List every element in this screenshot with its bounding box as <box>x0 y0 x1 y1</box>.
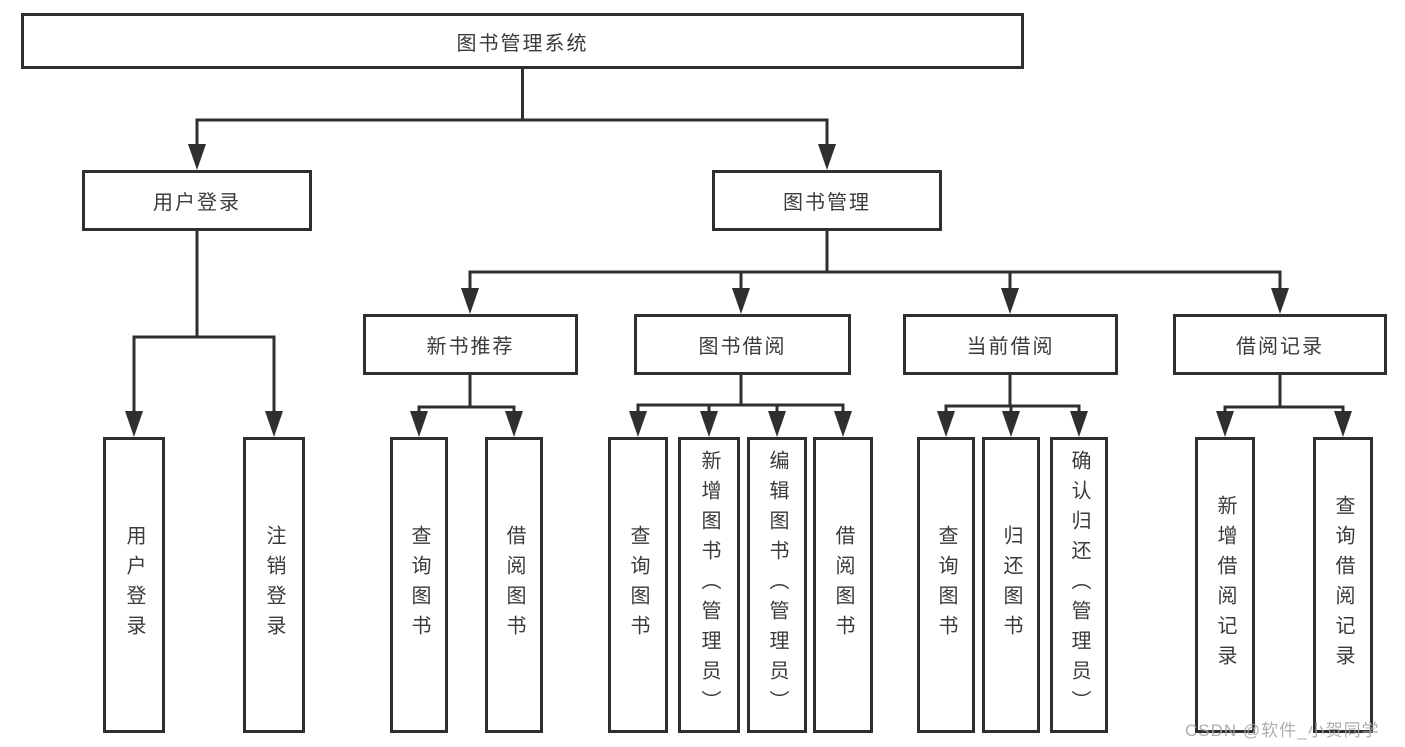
node-book-borrowing-label: 图书借阅 <box>698 336 787 358</box>
node-borrowing-records: 借阅记录 <box>1173 314 1387 375</box>
leaf-confirm-return-admin: 确认归还（管理员） <box>1050 437 1108 733</box>
leaf-query-books-current: 查询图书 <box>917 437 975 733</box>
node-root: 图书管理系统 <box>21 13 1024 69</box>
leaf-query-books-borrowing-label: 查询图书 <box>627 525 649 645</box>
csdn-watermark: CSDN @软件_小贺同学 <box>1185 721 1380 740</box>
leaf-query-books-recommend-label: 查询图书 <box>408 525 430 645</box>
leaf-query-books-recommend: 查询图书 <box>390 437 448 733</box>
leaf-return-books: 归还图书 <box>982 437 1040 733</box>
leaf-borrow-books-recommend-label: 借阅图书 <box>503 525 525 645</box>
node-user-login: 用户登录 <box>82 170 312 231</box>
node-current-borrowing: 当前借阅 <box>903 314 1118 375</box>
node-borrowing-records-label: 借阅记录 <box>1236 336 1324 358</box>
leaf-query-books-borrowing: 查询图书 <box>608 437 668 733</box>
node-book-borrowing: 图书借阅 <box>634 314 851 375</box>
leaf-edit-book-admin: 编辑图书（管理员） <box>747 437 807 733</box>
leaf-query-borrow-record: 查询借阅记录 <box>1313 437 1373 733</box>
leaf-user-login-label: 用户登录 <box>123 525 145 645</box>
leaf-edit-book-admin-label: 编辑图书（管理员） <box>766 450 788 720</box>
node-new-book-recommendation: 新书推荐 <box>363 314 578 375</box>
leaf-borrow-books-recommend: 借阅图书 <box>485 437 543 733</box>
leaf-confirm-return-admin-label: 确认归还（管理员） <box>1068 450 1090 720</box>
leaf-logout-label: 注销登录 <box>263 525 285 645</box>
node-book-management-label: 图书管理 <box>783 192 871 214</box>
arrowheads <box>125 144 1352 437</box>
node-user-login-label: 用户登录 <box>153 192 241 214</box>
node-current-borrowing-label: 当前借阅 <box>966 336 1055 358</box>
node-new-book-recommendation-label: 新书推荐 <box>426 336 515 358</box>
node-book-management: 图书管理 <box>712 170 942 231</box>
leaf-borrow-books-borrowing-label: 借阅图书 <box>832 525 854 645</box>
node-root-label: 图书管理系统 <box>456 32 589 55</box>
leaf-return-books-label: 归还图书 <box>1000 525 1022 645</box>
leaf-add-book-admin-label: 新增图书（管理员） <box>698 450 720 720</box>
leaf-query-borrow-record-label: 查询借阅记录 <box>1332 495 1354 675</box>
leaf-add-book-admin: 新增图书（管理员） <box>678 437 740 733</box>
leaf-add-borrow-record: 新增借阅记录 <box>1195 437 1255 733</box>
leaf-query-books-current-label: 查询图书 <box>935 525 957 645</box>
leaf-user-login: 用户登录 <box>103 437 165 733</box>
leaf-logout: 注销登录 <box>243 437 305 733</box>
leaf-borrow-books-borrowing: 借阅图书 <box>813 437 873 733</box>
leaf-add-borrow-record-label: 新增借阅记录 <box>1214 495 1236 675</box>
